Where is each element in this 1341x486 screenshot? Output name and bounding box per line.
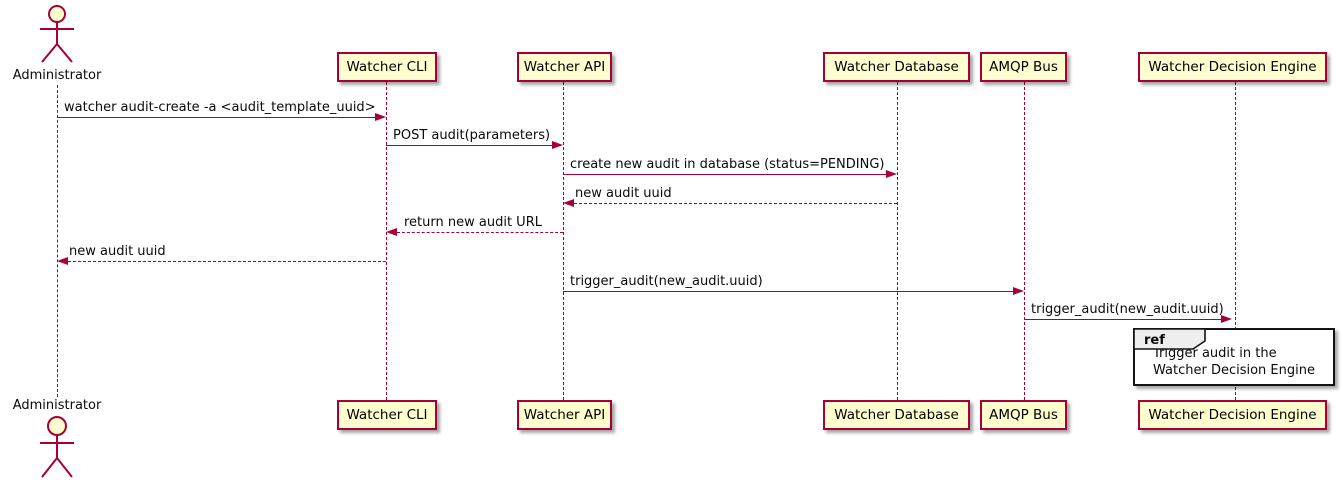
arrowhead-icon [886,170,897,178]
lifeline-amqp-bus [1024,82,1025,400]
participant-watcher-database-top: Watcher Database [823,52,970,82]
ref-text: Trigger audit in the Watcher Decision En… [1153,345,1315,379]
message-line [68,261,386,262]
arrowhead-icon [386,228,397,236]
participant-watcher-cli-bottom: Watcher CLI [337,400,437,430]
participant-watcher-cli-top: Watcher CLI [337,52,437,82]
actor-label-top: Administrator [12,68,102,83]
message-label: new audit uuid [575,186,672,201]
participant-watcher-decision-engine-bottom: Watcher Decision Engine [1138,400,1327,430]
participant-watcher-api-top: Watcher API [517,52,612,82]
participant-watcher-database-bottom: Watcher Database [823,400,970,430]
message-line [574,203,897,204]
arrowhead-icon [57,257,68,265]
arrowhead-icon [1013,287,1024,295]
message-line [1024,319,1221,320]
ref-text-line-2: Watcher Decision Engine [1153,363,1315,378]
lifeline-watcher-decision-engine [1235,82,1236,400]
message-line [563,174,886,175]
lifeline-watcher-cli [386,82,387,400]
lifeline-watcher-database [897,82,898,400]
arrowhead-icon [375,113,386,121]
arrowhead-icon [563,199,574,207]
message-label: watcher audit-create -a <audit_template_… [64,100,376,115]
actor-label-bottom: Administrator [12,398,102,413]
message-label: POST audit(parameters) [393,128,551,143]
arrowhead-icon [552,141,563,149]
arrowhead-icon [1221,315,1232,323]
participant-watcher-api-bottom: Watcher API [517,400,612,430]
participant-amqp-bus-bottom: AMQP Bus [980,400,1067,430]
actor-icon [40,5,74,63]
actor-icon [40,416,74,478]
ref-tab-icon: ref [1134,329,1206,350]
message-line [563,291,1013,292]
ref-keyword: ref [1144,333,1165,348]
participant-amqp-bus-top: AMQP Bus [980,52,1067,82]
message-label: create new audit in database (status=PEN… [570,157,885,172]
message-label: return new audit URL [404,215,542,230]
message-line [397,232,563,233]
message-line [386,145,552,146]
ref-fragment: ref Trigger audit in the Watcher Decisio… [1133,328,1335,386]
lifeline-watcher-api [563,82,564,400]
message-line [57,117,375,118]
participant-watcher-decision-engine-top: Watcher Decision Engine [1138,52,1327,82]
message-label: trigger_audit(new_audit.uuid) [1031,302,1224,317]
message-label: trigger_audit(new_audit.uuid) [570,274,763,289]
lifeline-administrator [57,85,58,397]
message-label: new audit uuid [69,244,166,259]
